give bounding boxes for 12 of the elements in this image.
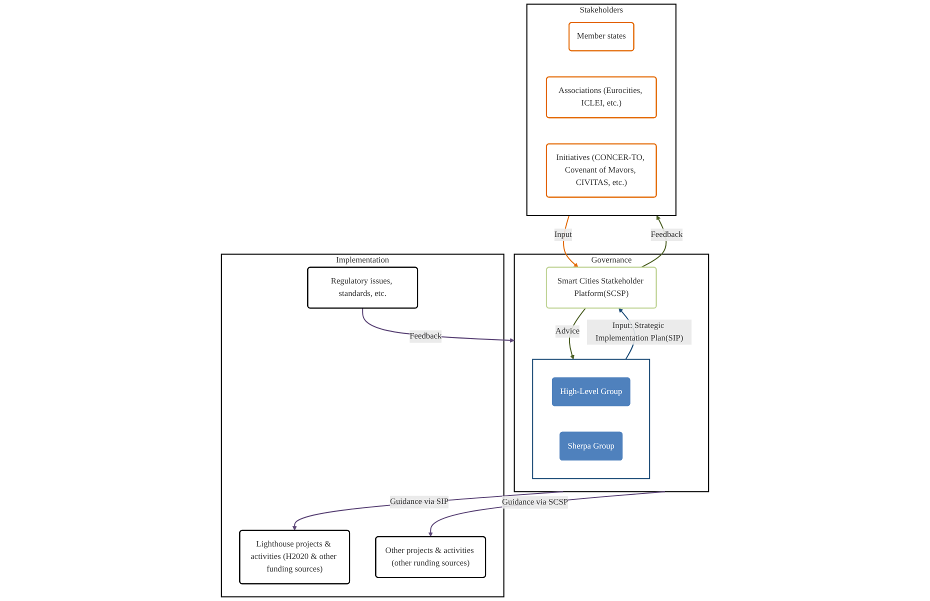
arrow <box>563 215 578 268</box>
arrow <box>362 308 515 343</box>
arrow <box>428 491 666 537</box>
edge-label: Input <box>554 230 572 240</box>
edge-label: Feedback <box>650 230 683 240</box>
cluster <box>532 358 650 480</box>
arrow <box>292 491 564 531</box>
edge-label: Advice <box>555 326 580 336</box>
edge-label: Guidance via SIP <box>390 497 449 506</box>
edge-label: Input: Strategic Implementation Plan(SIP) <box>595 321 684 343</box>
edge-label: Guidance via SCSP <box>502 498 568 507</box>
edge-label: Feedback <box>410 332 442 341</box>
